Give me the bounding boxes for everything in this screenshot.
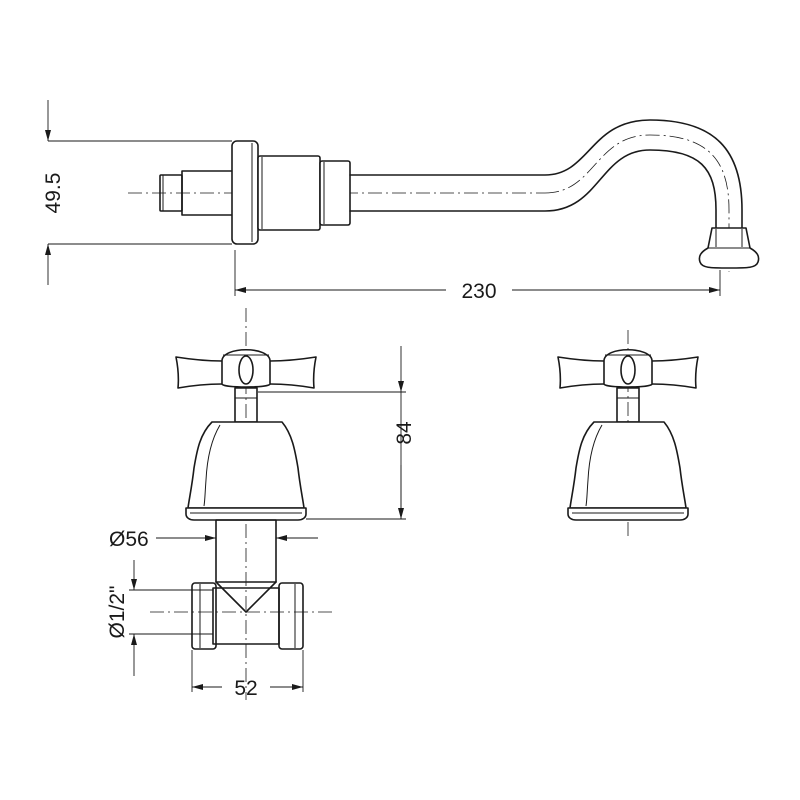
valve-right: [557, 330, 699, 540]
dimension-body-width: 52: [191, 650, 304, 700]
spout-length-label: 230: [461, 280, 496, 303]
valve-left: [150, 308, 335, 700]
spout-pipe-top: [349, 119, 743, 229]
dimension-thread-size: Ø1/2": [106, 560, 213, 676]
dimension-valve-height: 84: [258, 346, 416, 520]
spout-flange: [231, 140, 259, 245]
spout-height-label: 49.5: [42, 173, 65, 214]
rosette-diameter-label: Ø56: [109, 528, 149, 551]
bell-highlight: [203, 424, 221, 507]
arrow-left: [192, 684, 203, 690]
spout-pipe-bottom: [349, 149, 717, 229]
dimension-rosette-diameter: Ø56: [109, 528, 318, 551]
body-width-label: 52: [234, 677, 257, 700]
spout-collar: [257, 155, 321, 231]
arrow-up: [45, 244, 51, 255]
valve-height-label: 84: [393, 421, 416, 445]
valve-rosette: [185, 507, 307, 521]
arrow-up: [131, 634, 137, 645]
valve-body: [215, 519, 277, 583]
bell-highlight: [585, 424, 603, 507]
arrow-down: [131, 579, 137, 590]
index-cap: [620, 355, 636, 385]
valve-rosette: [567, 507, 689, 521]
dimension-spout-length: 230: [234, 250, 721, 303]
spout-pipe-centerline: [544, 134, 730, 272]
arrow-left: [235, 287, 246, 293]
arrow-right: [205, 535, 216, 541]
arrow-right: [292, 684, 303, 690]
spout-side-view: [128, 119, 760, 272]
arrow-left: [276, 535, 287, 541]
arrow-right: [709, 287, 720, 293]
thread-size-label: Ø1/2": [106, 586, 129, 639]
spout-sleeve: [319, 160, 351, 226]
arrow-down: [45, 130, 51, 141]
valve-fitting-left: [191, 582, 217, 650]
arrow-down: [398, 381, 404, 392]
index-cap: [238, 355, 254, 385]
dimension-spout-height: 49.5: [42, 100, 232, 285]
valve-fitting-right: [278, 582, 304, 650]
